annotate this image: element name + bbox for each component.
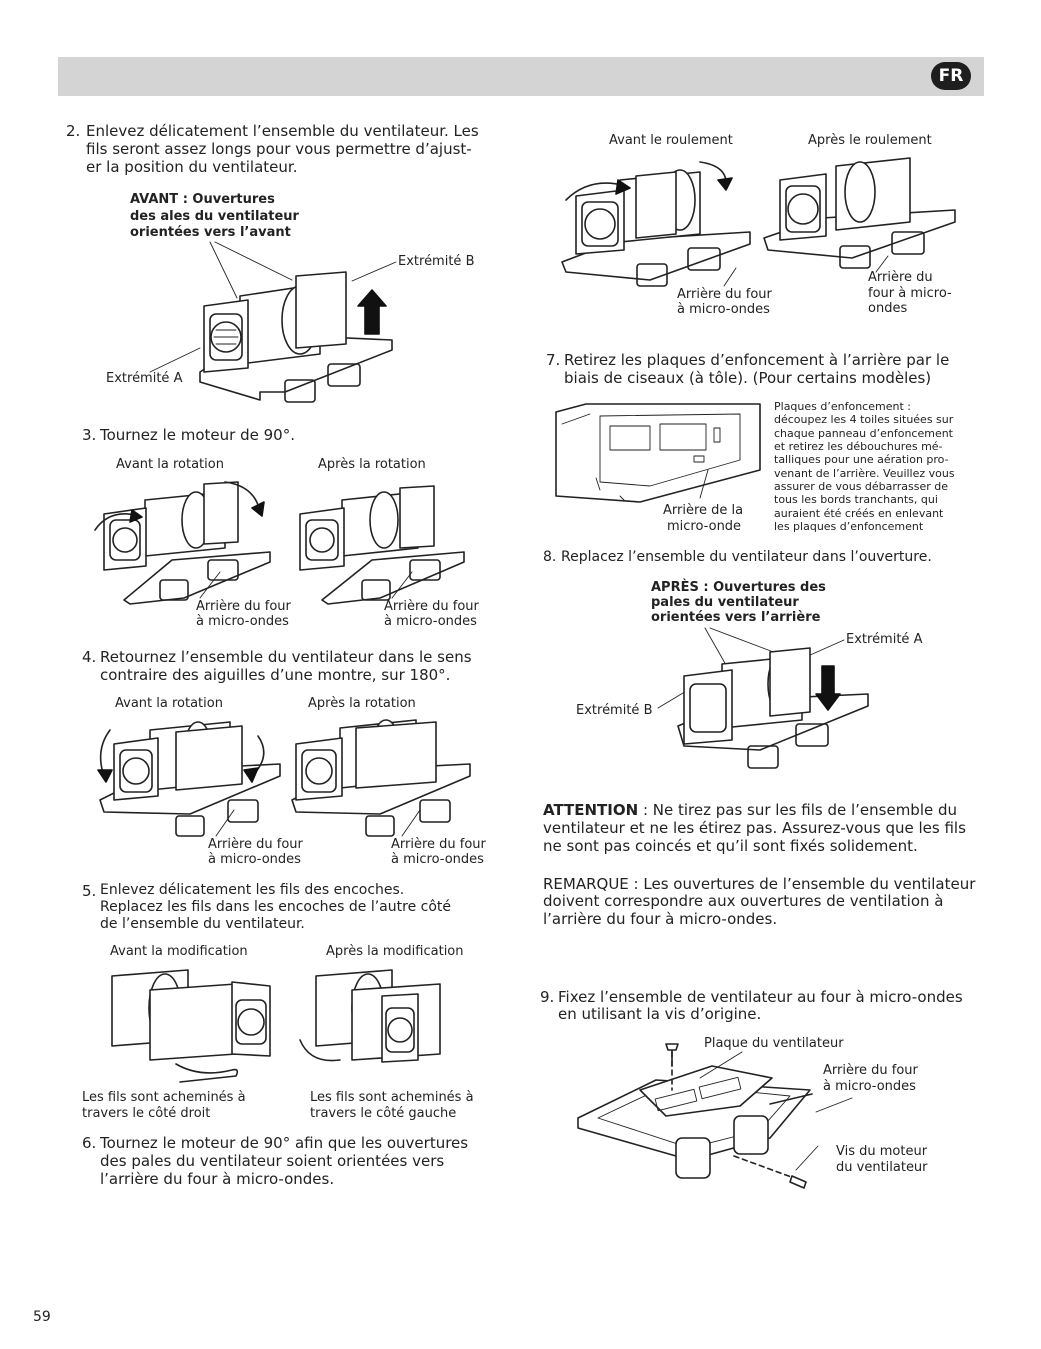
header-bar (58, 57, 984, 96)
step-2-callout-line-1: AVANT : Ouvertures (130, 192, 275, 207)
step-7-line-1: Retirez les plaques d’enfoncement à l’ar… (564, 351, 950, 369)
step-8-end-b-label: Extrémité B (576, 703, 653, 718)
step-7-note-1: Plaques d’enfoncement : (774, 400, 911, 413)
step-4-rear-left-1: Arrière du four (208, 837, 303, 852)
step-5-caption-right-1: Les fils sont acheminés à (310, 1090, 474, 1105)
attention-line-3: ne sont pas coincés et qu’il sont fixés … (543, 837, 918, 855)
step-3-text: Tournez le moteur de 90°. (100, 426, 295, 444)
step-8-callout-2: pales du ventilateur (651, 595, 799, 610)
attention-line-2: ventilateur et ne les étirez pas. Assure… (543, 819, 966, 837)
step-3-after-label: Après la rotation (318, 457, 426, 472)
step-7-note-10: les plaques d’enfoncement (774, 520, 924, 533)
step-8-end-a-label: Extrémité A (846, 632, 923, 647)
step-6-line-3: l’arrière du four à micro-ondes. (100, 1170, 335, 1188)
step-4-line-1: Retournez l’ensemble du ventilateur dans… (100, 648, 472, 666)
step-9-line-2: en utilisant la vis d’origine. (558, 1005, 762, 1023)
step-9-rear-1: Arrière du four (823, 1063, 918, 1078)
step-9-plate-label: Plaque du ventilateur (704, 1036, 844, 1051)
remark-line-1: REMARQUE : Les ouvertures de l’ensemble … (543, 875, 976, 893)
step-7-note-5: talliques pour une aération pro- (774, 453, 949, 466)
step-9-screw-1: Vis du moteur (836, 1144, 928, 1159)
roll-rear-left-2: à micro-ondes (677, 302, 770, 317)
step-2-line-2: fils seront assez longs pour vous permet… (86, 140, 472, 158)
step-7-note-8: tous les bords tranchants, qui (774, 493, 938, 506)
step-5-caption-left-1: Les fils sont acheminés à (82, 1090, 246, 1105)
step-7-line-2: biais de ciseaux (à tôle). (Pour certain… (564, 369, 932, 387)
step-7-note-7: assurer de vous débarrasser de (774, 480, 948, 493)
roll-rear-right-3: ondes (868, 301, 908, 316)
step-4-line-2: contraire des aiguilles d’une montre, su… (100, 666, 451, 684)
step-3-rear-left-2: à micro-ondes (196, 614, 289, 629)
attention-line-1: ATTENTION : Ne tirez pas sur les fils de… (543, 801, 957, 819)
step-4-rear-right-2: à micro-ondes (391, 852, 484, 867)
roll-rear-right-2: four à micro- (868, 286, 952, 301)
step-5-after-label: Après la modification (326, 944, 464, 959)
step-2-callout-line-2: des ales du ventilateur (130, 209, 299, 224)
step-4-number: 4. (82, 648, 97, 666)
step-6-number: 6. (82, 1134, 97, 1152)
step-2-line-3: er la position du ventilateur. (86, 158, 298, 176)
step-4-before-label: Avant la rotation (115, 696, 223, 711)
step-9-line-1: Fixez l’ensemble de ventilateur au four … (558, 988, 963, 1006)
attention-label: ATTENTION (543, 801, 639, 819)
step-3-rear-right-1: Arrière du four (384, 599, 479, 614)
step-4-after-label: Après la rotation (308, 696, 416, 711)
step-4-rear-left-2: à micro-ondes (208, 852, 301, 867)
roll-rear-right-1: Arrière du (868, 270, 933, 285)
step-7-note-2: découpez les 4 toiles situées sur (774, 413, 954, 426)
step-5-line-3: de l’ensemble du ventilateur. (100, 916, 305, 932)
step-9-number: 9. (540, 988, 555, 1006)
step-8-callout-1: APRÈS : Ouvertures des (651, 580, 826, 595)
step-2-callout-line-3: orientées vers l’avant (130, 225, 291, 240)
language-badge: FR (931, 62, 971, 90)
roll-rear-left-1: Arrière du four (677, 287, 772, 302)
step-5-line-1: Enlevez délicatement les fils des encoch… (100, 882, 405, 898)
step-8-callout-3: orientées vers l’arrière (651, 610, 821, 625)
step-2-number: 2. (66, 122, 81, 140)
roll-before-label: Avant le roulement (609, 133, 733, 148)
step-8-number: 8. (543, 549, 557, 565)
step-6-line-1: Tournez le moteur de 90° afin que les ou… (100, 1134, 469, 1152)
step-8-text: Replacez l’ensemble du ventilateur dans … (561, 549, 932, 565)
remark-line-2: doivent correspondre aux ouvertures de v… (543, 892, 944, 910)
step-2-end-b-label: Extrémité B (398, 254, 475, 269)
step-2-end-a-label: Extrémité A (106, 371, 183, 386)
step-9-rear-2: à micro-ondes (823, 1079, 916, 1094)
attention-line-1-text: : Ne tirez pas sur les fils de l’ensembl… (638, 801, 958, 819)
step-7-note-9: auraient été créés en enlevant (774, 507, 944, 520)
step-7-rear-2: micro-onde (667, 519, 742, 534)
step-7-note-3: chaque panneau d’enfoncement (774, 427, 953, 440)
step-9-screw-2: du ventilateur (836, 1160, 928, 1175)
step-5-caption-left-2: travers le côté droit (82, 1106, 211, 1121)
step-3-before-label: Avant la rotation (116, 457, 224, 472)
step-5-line-2: Replacez les fils dans les encoches de l… (100, 899, 451, 915)
step-6-line-2: des pales du ventilateur soient orientée… (100, 1152, 445, 1170)
step-7-note-4: et retirez les débouchures mé- (774, 440, 943, 453)
step-3-rear-left-1: Arrière du four (196, 599, 291, 614)
step-3-rear-right-2: à micro-ondes (384, 614, 477, 629)
step-5-number: 5. (82, 882, 97, 900)
step-4-rear-right-1: Arrière du four (391, 837, 486, 852)
step-7-note-6: venant de l’arrière. Veuillez vous (774, 467, 955, 480)
step-3-number: 3. (82, 426, 97, 444)
step-2-line-1: Enlevez délicatement l’ensemble du venti… (86, 122, 479, 140)
step-7-number: 7. (546, 351, 561, 369)
roll-after-label: Après le roulement (808, 133, 932, 148)
page-number: 59 (33, 1309, 51, 1325)
remark-line-3: l’arrière du four à micro-ondes. (543, 910, 778, 928)
step-5-caption-right-2: travers le côté gauche (310, 1106, 457, 1121)
step-5-before-label: Avant la modification (110, 944, 248, 959)
step-7-rear-1: Arrière de la (663, 503, 744, 518)
